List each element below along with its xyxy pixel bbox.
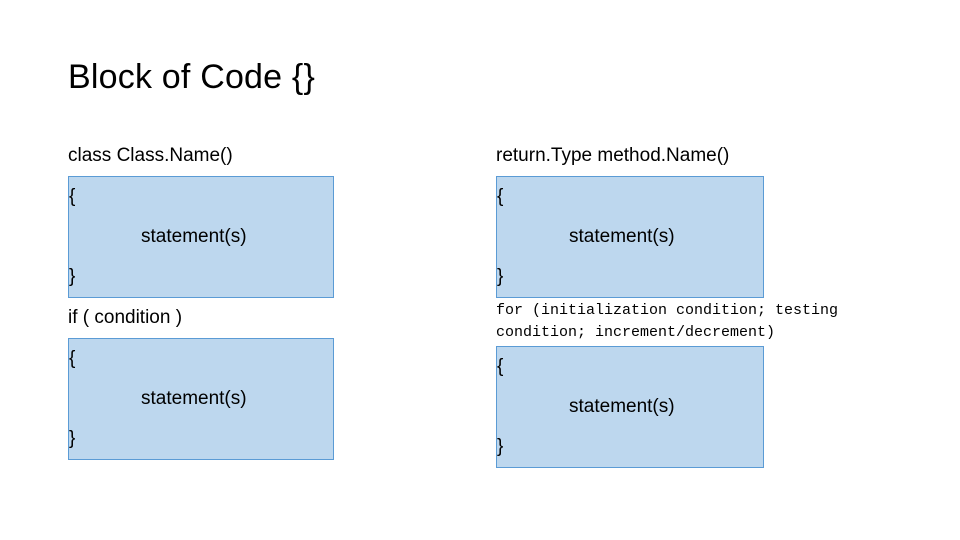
method-statement: statement(s) xyxy=(569,226,675,247)
method-close-brace: } xyxy=(497,266,504,287)
for-close-brace: } xyxy=(497,436,504,457)
class-body-block: { statement(s) } xyxy=(68,176,334,298)
method-body-block: { statement(s) } xyxy=(496,176,764,298)
class-open-brace: { xyxy=(69,186,76,207)
for-statement-line: for (initialization condition; testing c… xyxy=(496,302,839,341)
for-statement: statement(s) xyxy=(569,396,675,417)
if-open-brace: { xyxy=(69,348,76,369)
class-statement: statement(s) xyxy=(141,226,247,247)
method-declaration-line: return.Type method.Name() xyxy=(496,145,730,166)
if-close-brace: } xyxy=(69,428,76,449)
page-title: Block of Code {} xyxy=(68,58,316,96)
for-body-block: { statement(s) } xyxy=(496,346,764,468)
right-column: return.Type method.Name() { statement(s)… xyxy=(496,136,896,468)
for-open-brace: { xyxy=(497,356,504,377)
if-statement: statement(s) xyxy=(141,388,247,409)
class-close-brace: } xyxy=(69,266,76,287)
method-open-brace: { xyxy=(497,186,504,207)
if-body-block: { statement(s) } xyxy=(68,338,334,460)
class-declaration-line: class Class.Name() xyxy=(68,145,233,166)
if-statement-line: if ( condition ) xyxy=(68,307,183,328)
left-column: class Class.Name() { statement(s) } if (… xyxy=(68,136,468,460)
